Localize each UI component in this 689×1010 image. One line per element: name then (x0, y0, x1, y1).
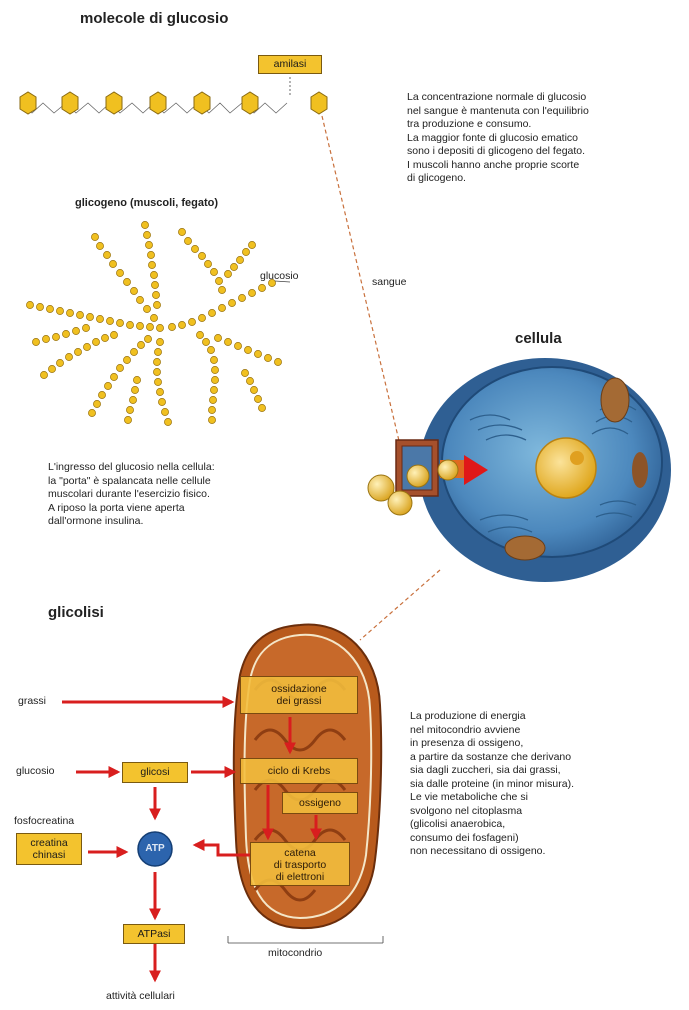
glucose-molecule (150, 92, 166, 114)
atp-label: ATP (142, 843, 168, 854)
concentration-paragraph: La concentrazione normale di glucosio ne… (407, 91, 682, 186)
blood-label: sangue (372, 276, 406, 288)
glucose-molecule (62, 92, 78, 114)
oxygen-box: ossigeno (282, 792, 358, 814)
cell-activities-label: attività cellulari (106, 990, 175, 1002)
glucose-molecule (20, 92, 36, 114)
creatine-kinase-box: creatina chinasi (16, 833, 82, 865)
amylase-box: amilasi (258, 55, 322, 74)
glucose-input-label: glucosio (16, 765, 55, 777)
glucose-branch-label: glucosio (260, 270, 299, 282)
krebs-cycle-box: ciclo di Krebs (240, 758, 358, 784)
fats-label: grassi (18, 695, 46, 707)
glycolysis-title: glicolisi (48, 604, 104, 621)
cell-title: cellula (515, 330, 562, 347)
cell-illustration (396, 358, 671, 582)
glucose-molecule (311, 92, 327, 114)
phosphocreatine-label: fosfocreatina (14, 815, 74, 827)
glucose-molecule (106, 92, 122, 114)
electron-transport-box: catena di trasporto di elettroni (250, 842, 350, 886)
atpase-box: ATPasi (123, 924, 185, 944)
fat-oxidation-box: ossidazione dei grassi (240, 676, 358, 714)
glycogen-title: glicogeno (muscoli, fegato) (75, 197, 218, 209)
glucose-chain (20, 77, 327, 114)
glucose-molecule (242, 92, 258, 114)
glucose-molecules-title: molecole di glucosio (80, 10, 228, 27)
cell-entry-paragraph: L'ingresso del glucosio nella cellula: l… (48, 461, 318, 529)
mitochondrion-label: mitocondrio (268, 947, 322, 959)
glycogen-molecule (26, 221, 281, 425)
glucose-molecule (194, 92, 210, 114)
energy-paragraph: La produzione di energia nel mitocondrio… (410, 710, 680, 859)
glycolysis-box: glicosi (122, 762, 188, 783)
